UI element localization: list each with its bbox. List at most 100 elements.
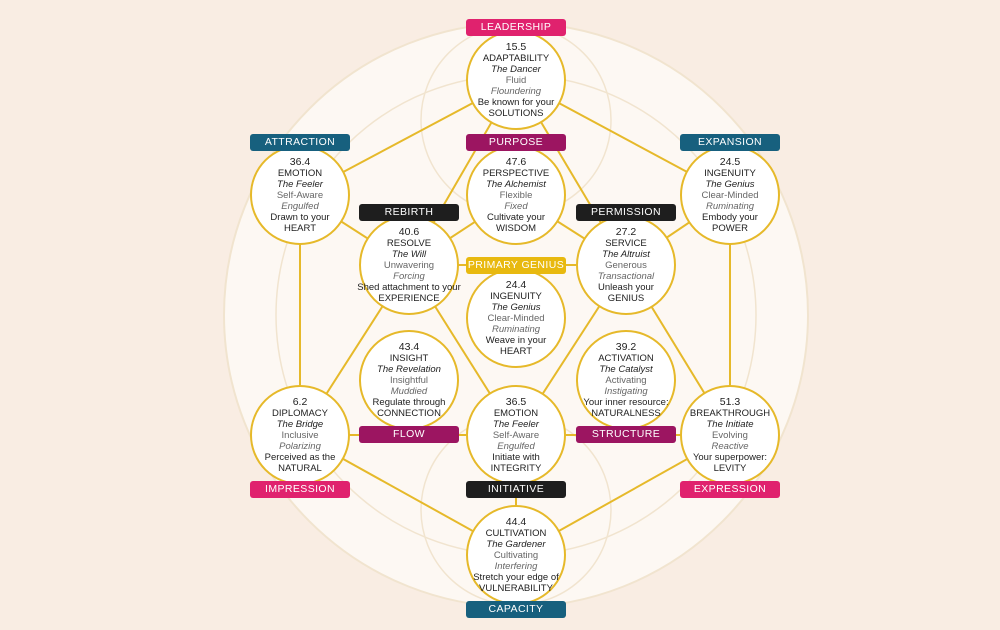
node-archetype: The Initiate: [706, 418, 754, 430]
label-expansion: EXPANSION: [680, 134, 780, 151]
node-key: SOLUTIONS: [488, 107, 544, 119]
node-shadow: Polarizing: [279, 440, 321, 452]
node-gift: Generous: [605, 259, 647, 271]
label-purpose: PURPOSE: [466, 134, 566, 151]
node-lead: Initiate with: [492, 451, 540, 463]
node-gift: Flexible: [499, 189, 533, 201]
label-leadership: LEADERSHIP: [466, 19, 566, 36]
label-structure: STRUCTURE: [576, 426, 676, 443]
node-name: ADAPTABILITY: [482, 52, 550, 64]
node-name: SERVICE: [605, 237, 647, 249]
node-gift: Unwavering: [383, 259, 435, 271]
label-initiative: INITIATIVE: [466, 481, 566, 498]
label-primary: PRIMARY GENIUS: [466, 257, 566, 274]
node-archetype: The Alchemist: [486, 178, 546, 190]
node-lead: Be known for your: [477, 96, 555, 108]
node-name: INGENUITY: [704, 167, 756, 179]
node-name: PERSPECTIVE: [482, 167, 550, 179]
label-attraction: ATTRACTION: [250, 134, 350, 151]
node-key: WISDOM: [495, 222, 537, 234]
node-score: 36.4: [289, 155, 311, 168]
node-lead: Shed attachment to your: [357, 281, 461, 293]
node-name: INSIGHT: [389, 352, 429, 364]
node-name: RESOLVE: [386, 237, 432, 249]
node-shadow: Ruminating: [491, 323, 541, 335]
node-archetype: The Genius: [705, 178, 755, 190]
node-archetype: The Revelation: [377, 363, 441, 375]
node-archetype: The Feeler: [277, 178, 323, 190]
node-name: BREAKTHROUGH: [689, 407, 771, 419]
node-shadow: Instigating: [604, 385, 648, 397]
node-score: 27.2: [615, 225, 637, 238]
node-score: 47.6: [505, 155, 527, 168]
node-archetype: The Dancer: [491, 63, 541, 75]
node-gift: Clear-Minded: [487, 312, 545, 324]
node-archetype: The Catalyst: [599, 363, 653, 375]
node-shadow: Engulfed: [497, 440, 535, 452]
node-shadow: Interfering: [494, 560, 538, 572]
node-gift: Activating: [605, 374, 647, 386]
node-gift: Cultivating: [493, 549, 539, 561]
node-shadow: Fixed: [504, 200, 528, 212]
node-key: EXPERIENCE: [378, 292, 440, 304]
node-lead: Your superpower:: [692, 451, 768, 463]
node-gift: Fluid: [505, 74, 527, 86]
node-lead: Weave in your: [485, 334, 547, 346]
node-score: 15.5: [505, 40, 527, 53]
node-shadow: Transactional: [597, 270, 655, 282]
node-gift: Clear-Minded: [701, 189, 759, 201]
node-name: EMOTION: [493, 407, 539, 419]
node-archetype: The Will: [391, 248, 427, 260]
node-score: 39.2: [615, 340, 637, 353]
node-key: GENIUS: [607, 292, 645, 304]
node-score: 40.6: [398, 225, 420, 238]
node-gift: Self-Aware: [492, 429, 540, 441]
node-name: CULTIVATION: [485, 527, 547, 539]
node-name: ACTIVATION: [598, 352, 654, 364]
node-archetype: The Gardener: [486, 538, 546, 550]
node-shadow: Reactive: [711, 440, 749, 452]
node-shadow: Forcing: [393, 270, 425, 282]
label-impression: IMPRESSION: [250, 481, 350, 498]
node-name: DIPLOMACY: [272, 407, 328, 419]
node-key: POWER: [712, 222, 748, 234]
node-shadow: Ruminating: [705, 200, 755, 212]
node-lead: Perceived as the: [264, 451, 336, 463]
node-key: VULNERABILITY: [479, 582, 553, 594]
label-rebirth: REBIRTH: [359, 204, 459, 221]
node-lead: Regulate through: [372, 396, 446, 408]
node-key: INTEGRITY: [490, 462, 542, 474]
node-score: 43.4: [398, 340, 420, 353]
node-score: 51.3: [719, 395, 741, 408]
node-name: INGENUITY: [490, 290, 542, 302]
node-score: 44.4: [505, 515, 527, 528]
node-archetype: The Bridge: [276, 418, 324, 430]
label-flow: FLOW: [359, 426, 459, 443]
node-shadow: Floundering: [490, 85, 542, 97]
node-archetype: The Feeler: [493, 418, 539, 430]
node-gift: Self-Aware: [276, 189, 324, 201]
node-lead: Your inner resource:: [583, 396, 669, 408]
node-shadow: Engulfed: [281, 200, 319, 212]
node-lead: Unleash your: [598, 281, 654, 293]
node-score: 24.4: [505, 278, 527, 291]
node-key: LEVITY: [713, 462, 747, 474]
node-name: EMOTION: [277, 167, 323, 179]
node-gift: Insightful: [389, 374, 429, 386]
node-key: HEART: [283, 222, 317, 234]
label-expression: EXPRESSION: [680, 481, 780, 498]
node-score: 6.2: [292, 395, 308, 408]
